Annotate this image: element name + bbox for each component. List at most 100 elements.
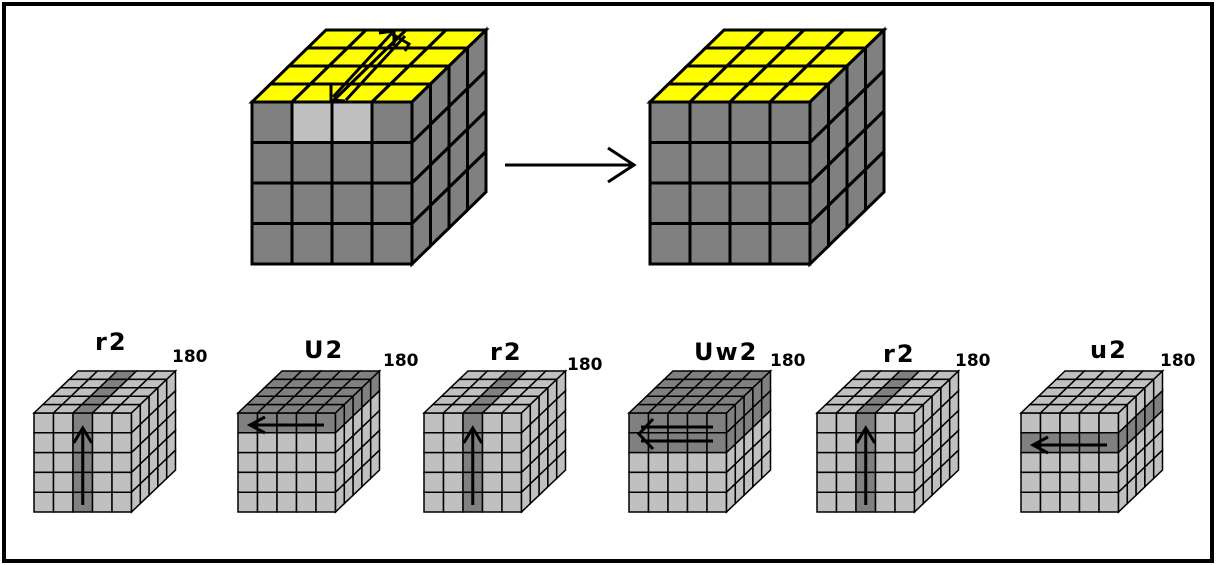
front-cell xyxy=(1020,412,1042,434)
front-cell xyxy=(442,432,464,454)
front-cell xyxy=(290,141,334,185)
front-cell xyxy=(501,412,523,434)
front-cell xyxy=(111,491,133,513)
front-cell xyxy=(1078,451,1100,474)
move-label-5: r2 xyxy=(883,340,916,368)
front-cell xyxy=(290,100,334,144)
front-cell xyxy=(276,451,298,474)
move-labels: r2 180 U2 180 r2 180 Uw2 180 r2 180 u2 1… xyxy=(95,328,1196,375)
front-cell xyxy=(706,432,728,454)
front-cell xyxy=(1059,412,1081,434)
front-cell xyxy=(52,471,74,493)
front-cell xyxy=(52,491,74,513)
front-cell xyxy=(315,432,337,454)
front-cell xyxy=(91,432,113,454)
front-cell xyxy=(91,491,113,513)
move-cube-2 xyxy=(236,369,382,514)
front-cell xyxy=(728,100,772,144)
front-cell xyxy=(442,412,464,434)
front-cell xyxy=(276,432,298,454)
front-cell xyxy=(706,451,728,474)
front-cell xyxy=(1020,451,1042,474)
front-cell xyxy=(686,471,708,493)
front-cell xyxy=(706,412,728,434)
front-cell xyxy=(256,491,278,513)
front-cell xyxy=(1059,432,1081,454)
front-cell xyxy=(315,412,337,434)
front-cell xyxy=(768,181,812,225)
front-cell xyxy=(628,451,650,474)
front-cell xyxy=(647,491,669,513)
front-cell xyxy=(1039,471,1061,493)
cube-before xyxy=(248,26,490,268)
front-cell xyxy=(835,432,857,454)
front-cell xyxy=(1020,491,1042,513)
move-label-2: U2 xyxy=(304,336,344,364)
front-cell xyxy=(111,471,133,493)
front-cell xyxy=(33,432,55,454)
front-cell xyxy=(256,451,278,474)
front-cell xyxy=(894,412,916,434)
front-cell xyxy=(1078,432,1100,454)
front-cell xyxy=(706,491,728,513)
front-cell xyxy=(501,432,523,454)
front-cell xyxy=(874,451,896,474)
front-cell xyxy=(52,412,74,434)
front-cell xyxy=(688,100,732,144)
front-cell xyxy=(256,432,278,454)
front-cell xyxy=(111,432,133,454)
front-cell xyxy=(481,491,503,513)
front-cell xyxy=(894,432,916,454)
right-cell xyxy=(948,448,960,481)
front-cell xyxy=(728,141,772,185)
front-cell xyxy=(1039,412,1061,434)
front-cell xyxy=(295,432,317,454)
front-cell xyxy=(688,141,732,185)
front-cell xyxy=(1039,451,1061,474)
front-cell xyxy=(442,491,464,513)
front-cell xyxy=(442,471,464,493)
front-cell xyxy=(276,471,298,493)
front-cell xyxy=(1098,412,1120,434)
front-cell xyxy=(423,471,445,493)
right-cell xyxy=(369,448,381,481)
front-cell xyxy=(648,222,692,266)
move-label-6: u2 xyxy=(1090,336,1128,364)
move-cube-3 xyxy=(422,369,568,514)
front-cell xyxy=(91,412,113,434)
front-cell xyxy=(1078,491,1100,513)
front-cell xyxy=(330,141,374,185)
front-cell xyxy=(768,141,812,185)
front-cell xyxy=(1059,491,1081,513)
front-cell xyxy=(667,491,689,513)
up-arrow-icon xyxy=(462,425,484,505)
front-cell xyxy=(768,222,812,266)
front-cell xyxy=(237,471,259,493)
front-cell xyxy=(1078,471,1100,493)
front-cell xyxy=(250,181,294,225)
front-cell xyxy=(835,471,857,493)
front-cell xyxy=(686,491,708,513)
front-cell xyxy=(481,432,503,454)
right-cell xyxy=(1152,448,1164,481)
front-cell xyxy=(648,181,692,225)
front-cell xyxy=(1020,471,1042,493)
front-cell xyxy=(647,412,669,434)
front-cell xyxy=(423,412,445,434)
front-cell xyxy=(686,451,708,474)
front-cell xyxy=(1059,471,1081,493)
front-cell xyxy=(706,471,728,493)
front-cell xyxy=(276,412,298,434)
move-cube-5 xyxy=(815,369,961,514)
front-cell xyxy=(33,412,55,434)
front-cell xyxy=(835,491,857,513)
front-cell xyxy=(816,451,838,474)
front-cell xyxy=(423,451,445,474)
front-cell xyxy=(237,451,259,474)
front-cell xyxy=(728,181,772,225)
front-cell xyxy=(330,100,374,144)
front-cell xyxy=(501,451,523,474)
front-cell xyxy=(728,222,772,266)
front-cell xyxy=(33,471,55,493)
